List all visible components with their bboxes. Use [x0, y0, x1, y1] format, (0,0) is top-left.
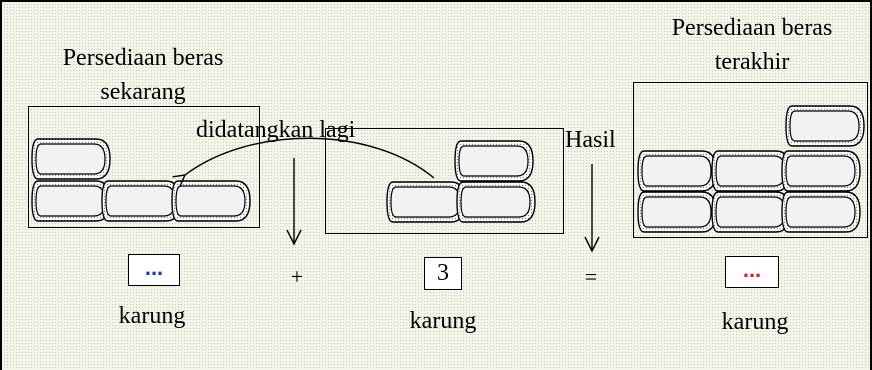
current-unit: karung: [118, 303, 186, 329]
current-answer-box[interactable]: ...: [128, 254, 180, 286]
sack-icon: [31, 180, 111, 222]
current-stock-box: [28, 106, 260, 228]
sack-icon: [637, 150, 717, 192]
sack-icon: [781, 191, 861, 233]
sack-icon: [454, 140, 534, 182]
current-stock-title-line1: Persediaan beras: [62, 45, 224, 71]
added-label: didatangkan lagi: [196, 117, 356, 143]
final-stock-box: [633, 82, 868, 238]
sack-icon: [171, 180, 251, 222]
frame-right-edge: [870, 0, 872, 370]
current-stock-title-line2: sekarang: [100, 79, 186, 105]
equals-operator: =: [584, 264, 598, 289]
final-stock-title-line1: Persediaan beras: [671, 15, 833, 41]
sack-icon: [711, 150, 791, 192]
result-answer-placeholder: ...: [742, 257, 762, 282]
transfer-arrow: [185, 137, 435, 178]
current-answer-placeholder: ...: [144, 255, 164, 280]
result-answer-box[interactable]: ...: [725, 256, 779, 288]
sack-icon: [711, 191, 791, 233]
added-value-box: 3: [424, 257, 462, 290]
sack-icon: [101, 180, 181, 222]
result-unit: karung: [721, 309, 789, 335]
final-stock-title-line2: terakhir: [714, 49, 790, 75]
frame-left-edge: [0, 0, 2, 370]
plus-operator: +: [290, 264, 304, 289]
sack-icon: [785, 105, 865, 147]
sack-icon: [637, 191, 717, 233]
added-stock-box: [325, 128, 564, 234]
added-unit: karung: [409, 308, 477, 334]
frame-top-edge: [0, 0, 872, 2]
sack-icon: [386, 181, 466, 223]
result-label: Hasil: [565, 127, 616, 153]
sack-icon: [781, 150, 861, 192]
sack-icon: [31, 138, 111, 180]
sack-icon: [456, 181, 536, 223]
